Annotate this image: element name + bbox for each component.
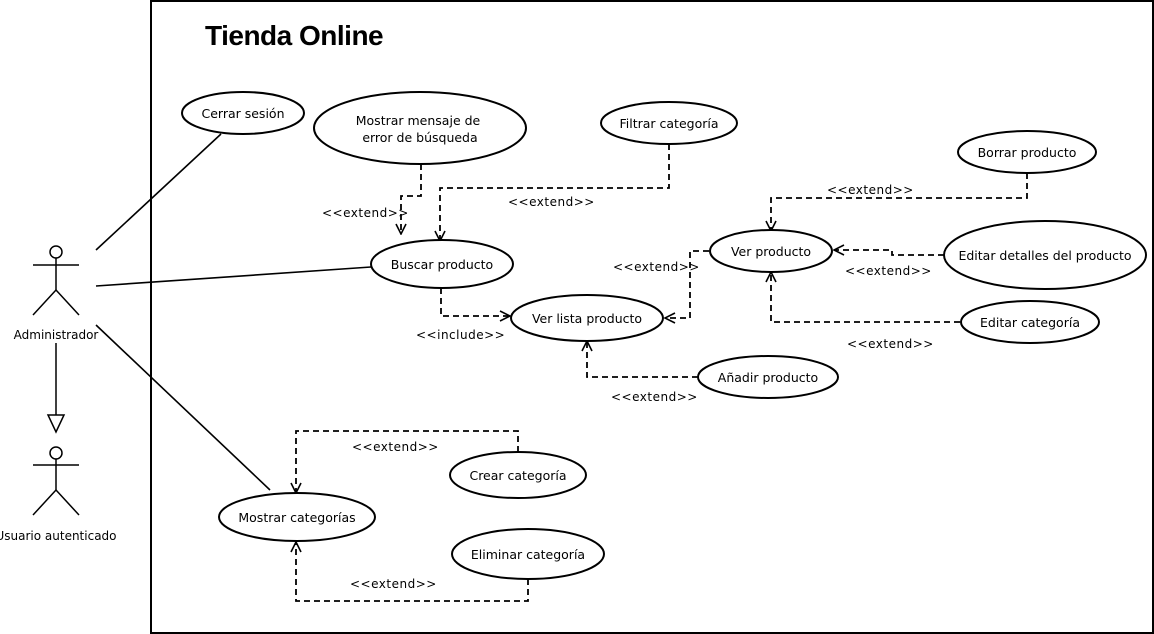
dep-verproducto-to-verlista [665, 250, 709, 318]
dep-anadir-to-verlista [587, 341, 698, 378]
system-boundary [150, 0, 1154, 634]
use-case-label: Ver producto [731, 244, 811, 259]
label-extend-crear: <<extend>> [352, 440, 439, 454]
assoc-cerrar-sesion [95, 133, 222, 251]
use-case-label: Borrar producto [978, 145, 1077, 160]
label-include: <<include>> [416, 328, 505, 342]
use-case-ver-producto[interactable]: Ver producto [709, 229, 833, 273]
use-case-editar-detalles[interactable]: Editar detalles del producto [943, 220, 1147, 290]
use-case-borrar-producto[interactable]: Borrar producto [957, 130, 1097, 174]
label-extend-editar-categoria: <<extend>> [847, 337, 934, 351]
assoc-mostrar-categorias [95, 324, 271, 491]
dep-crear-to-mostrar [296, 430, 519, 493]
use-case-label: Cerrar sesión [201, 106, 284, 121]
system-title: Tienda Online [205, 20, 383, 51]
dep-error-to-buscar [401, 164, 422, 234]
use-case-label: Eliminar categoría [471, 547, 585, 562]
label-extend-filtrar: <<extend>> [508, 195, 595, 209]
use-case-eliminar-categoria[interactable]: Eliminar categoría [451, 528, 605, 580]
actor-administrador [32, 245, 80, 316]
actor-administrador-label: Administrador [14, 328, 99, 342]
use-case-label: Añadir producto [718, 370, 818, 385]
assoc-buscar-producto [95, 266, 372, 287]
use-case-label: Crear categoría [469, 468, 566, 483]
dep-editar-categoria-to-verproducto [771, 272, 960, 323]
use-case-crear-categoria[interactable]: Crear categoría [449, 451, 587, 499]
label-extend-verproducto: <<extend>> [613, 260, 700, 274]
use-case-buscar-producto[interactable]: Buscar producto [370, 239, 514, 289]
use-case-label: Editar categoría [980, 315, 1080, 330]
use-case-label: Editar detalles del producto [958, 248, 1131, 263]
use-case-anadir-producto[interactable]: Añadir producto [697, 355, 839, 399]
label-extend-borrar: <<extend>> [827, 183, 914, 197]
use-case-mostrar-error[interactable]: Mostrar mensaje de error de búsqueda [313, 91, 527, 165]
use-case-ver-lista-producto[interactable]: Ver lista producto [510, 294, 664, 342]
label-extend-eliminar: <<extend>> [350, 577, 437, 591]
use-case-label: Ver lista producto [532, 311, 642, 326]
actor-usuario-label: Usuario autenticado [0, 529, 117, 543]
use-case-label: Filtrar categoría [619, 116, 718, 131]
label-extend-editar-detalles: <<extend>> [845, 264, 932, 278]
generalization-arrow [46, 343, 66, 434]
use-case-label: Mostrar mensaje de [356, 113, 481, 128]
dep-buscar-to-verlista [440, 288, 510, 316]
use-case-label: error de búsqueda [362, 130, 477, 145]
use-case-editar-categoria[interactable]: Editar categoría [960, 300, 1100, 344]
use-case-filtrar-categoria[interactable]: Filtrar categoría [600, 101, 738, 145]
dep-editar-detalles-to-verproducto [834, 250, 944, 256]
use-case-label: Mostrar categorías [238, 510, 355, 525]
use-case-cerrar-sesion[interactable]: Cerrar sesión [181, 91, 305, 135]
dep-filtrar-to-buscar [440, 144, 670, 241]
dependency-lines [296, 144, 1028, 602]
dep-borrar-to-verproducto [771, 173, 1028, 231]
actor-usuario-autenticado [32, 446, 80, 516]
use-case-mostrar-categorias[interactable]: Mostrar categorías [218, 492, 376, 542]
label-extend-error: <<extend>> [322, 206, 409, 220]
use-case-label: Buscar producto [391, 257, 493, 272]
dep-eliminar-to-mostrar [296, 542, 529, 602]
label-extend-anadir: <<extend>> [611, 390, 698, 404]
association-lines [95, 133, 372, 491]
